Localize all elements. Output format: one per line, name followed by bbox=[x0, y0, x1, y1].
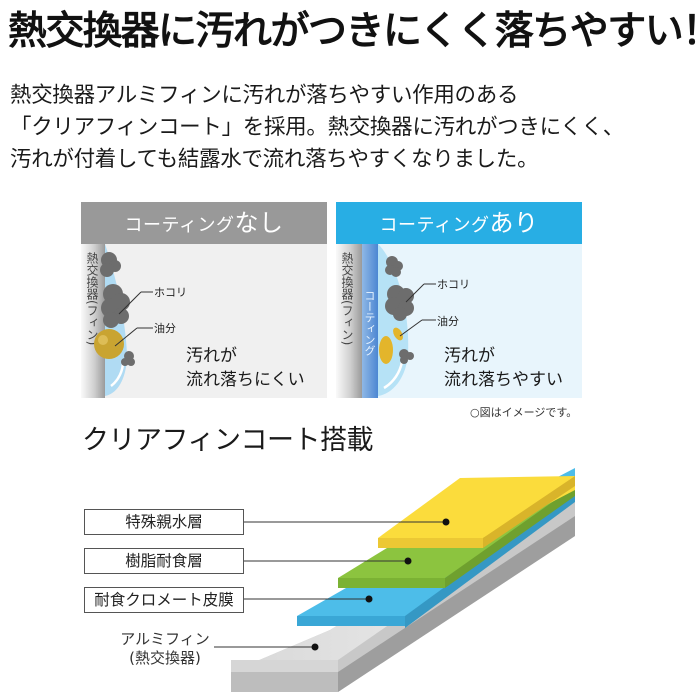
oil-drop-icon bbox=[379, 336, 393, 364]
dust-label: ホコリ bbox=[437, 278, 470, 291]
water-droplet-icon bbox=[94, 244, 153, 396]
fin-label: 熱交換器(フィン) bbox=[85, 252, 99, 346]
intro-line: 熱交換器アルミフィンに汚れが落ちやすい作用のある bbox=[10, 83, 519, 108]
layer-label-aluminum: アルミフィン (熱交換器) bbox=[120, 630, 210, 667]
panel-without-coating: コーティングなし 熱交換器(フィン) ホコリ 油分 汚れが 流れ落ちにくい bbox=[81, 202, 327, 398]
intro-paragraph: 熱交換器アルミフィンに汚れが落ちやすい作用のある 「クリアフィンコート」を採用。… bbox=[10, 80, 700, 176]
panel-title-small: コーティング bbox=[124, 215, 235, 236]
headline: 熱交換器に汚れがつきにくく落ちやすい！ bbox=[8, 8, 700, 54]
result-text: 汚れが 流れ落ちにくい bbox=[186, 346, 305, 390]
panel-title-big: あり bbox=[489, 209, 539, 237]
panel-title-small: コーティング bbox=[379, 215, 490, 236]
layer-label-hydrophilic: 特殊親水層 bbox=[84, 509, 244, 535]
result-text: 汚れが 流れ落ちやすい bbox=[444, 346, 563, 390]
coating-label: コーティング bbox=[363, 290, 376, 356]
oil-label: 油分 bbox=[154, 322, 176, 335]
panel-header: コーティングあり bbox=[336, 202, 582, 244]
panel-title-big: なし bbox=[234, 209, 284, 237]
layer-label-chromate: 耐食クロメート皮膜 bbox=[84, 587, 244, 613]
fin-surface bbox=[336, 244, 362, 398]
water-droplet-icon bbox=[378, 244, 436, 396]
oil-label: 油分 bbox=[437, 315, 459, 328]
image-note: ○図はイメージです。 bbox=[470, 406, 578, 419]
panel-header: コーティングなし bbox=[81, 202, 327, 244]
intro-line: 「クリアフィンコート」を採用。熱交換器に汚れがつきにくく、 bbox=[10, 115, 624, 140]
dust-label: ホコリ bbox=[154, 286, 187, 299]
dust-icon bbox=[100, 252, 135, 366]
panel-with-coating: コーティングあり 熱交換器(フィン) コーティング ホコリ 油分 汚れが 流れ落… bbox=[336, 202, 582, 398]
dust-icon bbox=[385, 256, 414, 364]
layer-label-resin: 樹脂耐食層 bbox=[84, 548, 244, 574]
section-title: クリアフィンコート搭載 bbox=[82, 425, 373, 456]
intro-line: 汚れが付着しても結露水で流れ落ちやすくなりました。 bbox=[10, 147, 539, 172]
coating-layer bbox=[362, 244, 378, 398]
fin-label: 熱交換器(フィン) bbox=[340, 252, 354, 346]
